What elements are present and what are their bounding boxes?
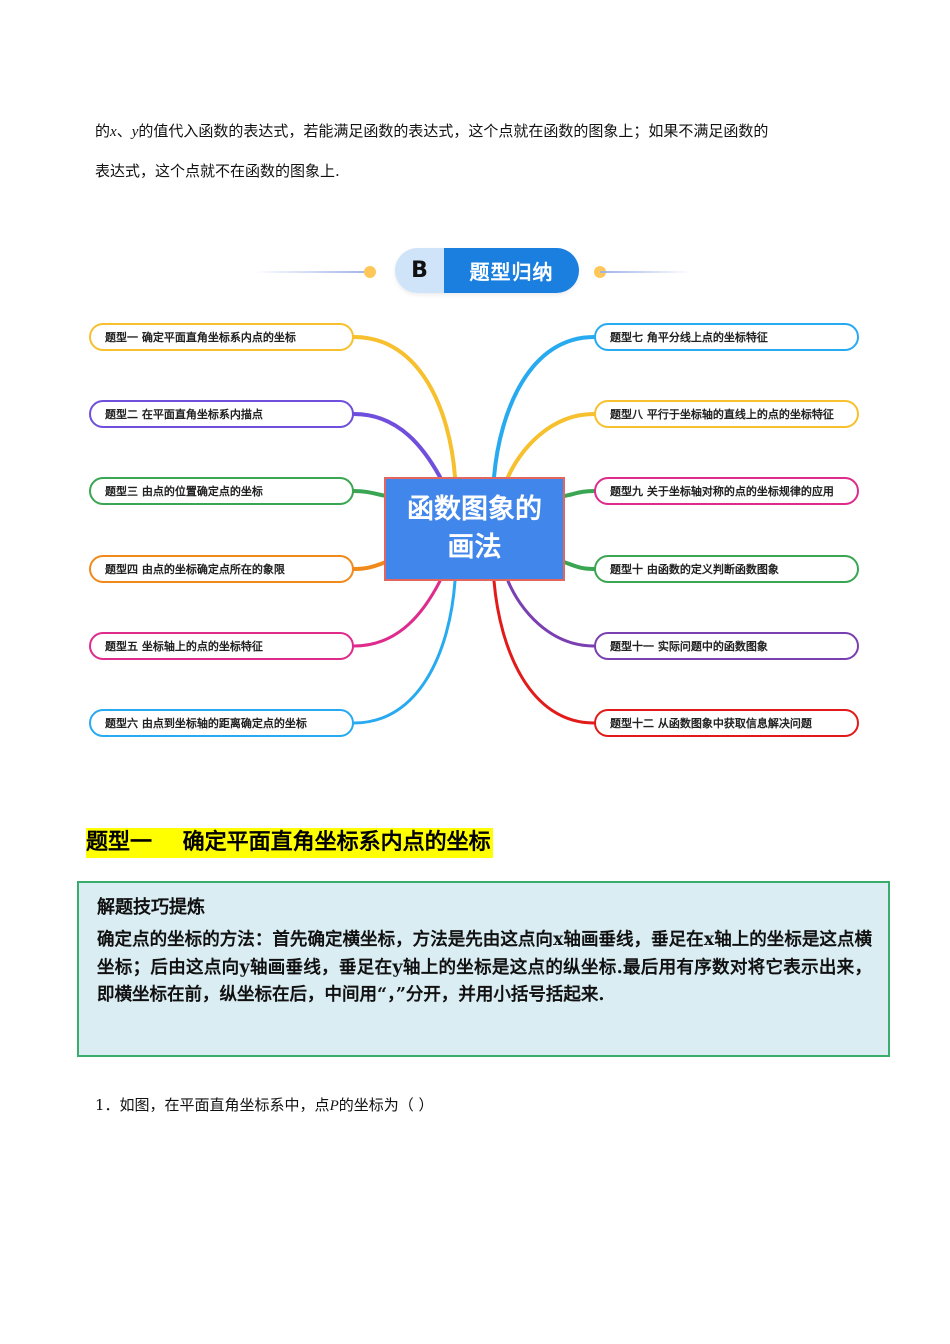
mind-map-node-type-4: 题型四 由点的坐标确定点所在的象限 (89, 555, 354, 583)
mind-map-node-type-2: 题型二 在平面直角坐标系内描点 (89, 400, 354, 428)
intro-paragraph: 的x、y的值代入函数的表达式，若能满足函数的表达式，这个点就在函数的图象上；如果… (95, 112, 870, 191)
mind-map-node-type-11: 题型十一 实际问题中的函数图象 (594, 632, 859, 660)
variable-y: y (131, 124, 139, 140)
question-number: 1． (95, 1096, 120, 1114)
mind-map-center-node: 函数图象的画法 (384, 477, 565, 581)
mind-map-node-type-6: 题型六 由点到坐标轴的距离确定点的坐标 (89, 709, 354, 737)
variable-x: x (110, 124, 117, 140)
mind-map-node-type-8: 题型八 平行于坐标轴的直线上的点的坐标特征 (594, 400, 859, 428)
mind-map-node-type-1: 题型一 确定平面直角坐标系内点的坐标 (89, 323, 354, 351)
banner-title: 题型归纳 (444, 248, 579, 293)
intro-line-1: 的x、y的值代入函数的表达式，若能满足函数的表达式，这个点就在函数的图象上；如果… (95, 122, 769, 140)
mind-map-node-type-7: 题型七 角平分线上点的坐标特征 (594, 323, 859, 351)
section-banner: B 题型归纳 (0, 245, 950, 297)
mind-map-node-type-5: 题型五 坐标轴上的点的坐标特征 (89, 632, 354, 660)
mind-map-node-type-10: 题型十 由函数的定义判断函数图象 (594, 555, 859, 583)
tips-heading: 解题技巧提炼 (97, 897, 205, 918)
tips-box: 解题技巧提炼 确定点的坐标的方法：首先确定横坐标，方法是先由这点向x轴画垂线，垂… (77, 881, 890, 1057)
tips-body: 确定点的坐标的方法：首先确定横坐标，方法是先由这点向x轴画垂线，垂足在x轴上的坐… (97, 930, 872, 1005)
variable-p: P (329, 1098, 339, 1114)
mind-map-links (352, 335, 596, 725)
mind-map-node-type-3: 题型三 由点的位置确定点的坐标 (89, 477, 354, 505)
section-heading: 题型一 确定平面直角坐标系内点的坐标 (86, 828, 493, 858)
mind-map-node-type-9: 题型九 关于坐标轴对称的点的坐标规律的应用 (594, 477, 859, 505)
banner-dot-left-icon (364, 266, 376, 278)
mind-map-node-type-12: 题型十二 从函数图象中获取信息解决问题 (594, 709, 859, 737)
question-1: 1．如图，在平面直角坐标系中，点P的坐标为（ ） (95, 1096, 434, 1114)
banner-letter: B (395, 248, 444, 293)
intro-line-2: 表达式，这个点就不在函数的图象上. (95, 162, 340, 180)
mind-map: 题型一 确定平面直角坐标系内点的坐标 题型二 在平面直角坐标系内描点 题型三 由… (0, 310, 950, 750)
banner-pill: B 题型归纳 (395, 248, 579, 293)
banner-divider-right (600, 271, 690, 273)
banner-divider-left (255, 271, 370, 273)
